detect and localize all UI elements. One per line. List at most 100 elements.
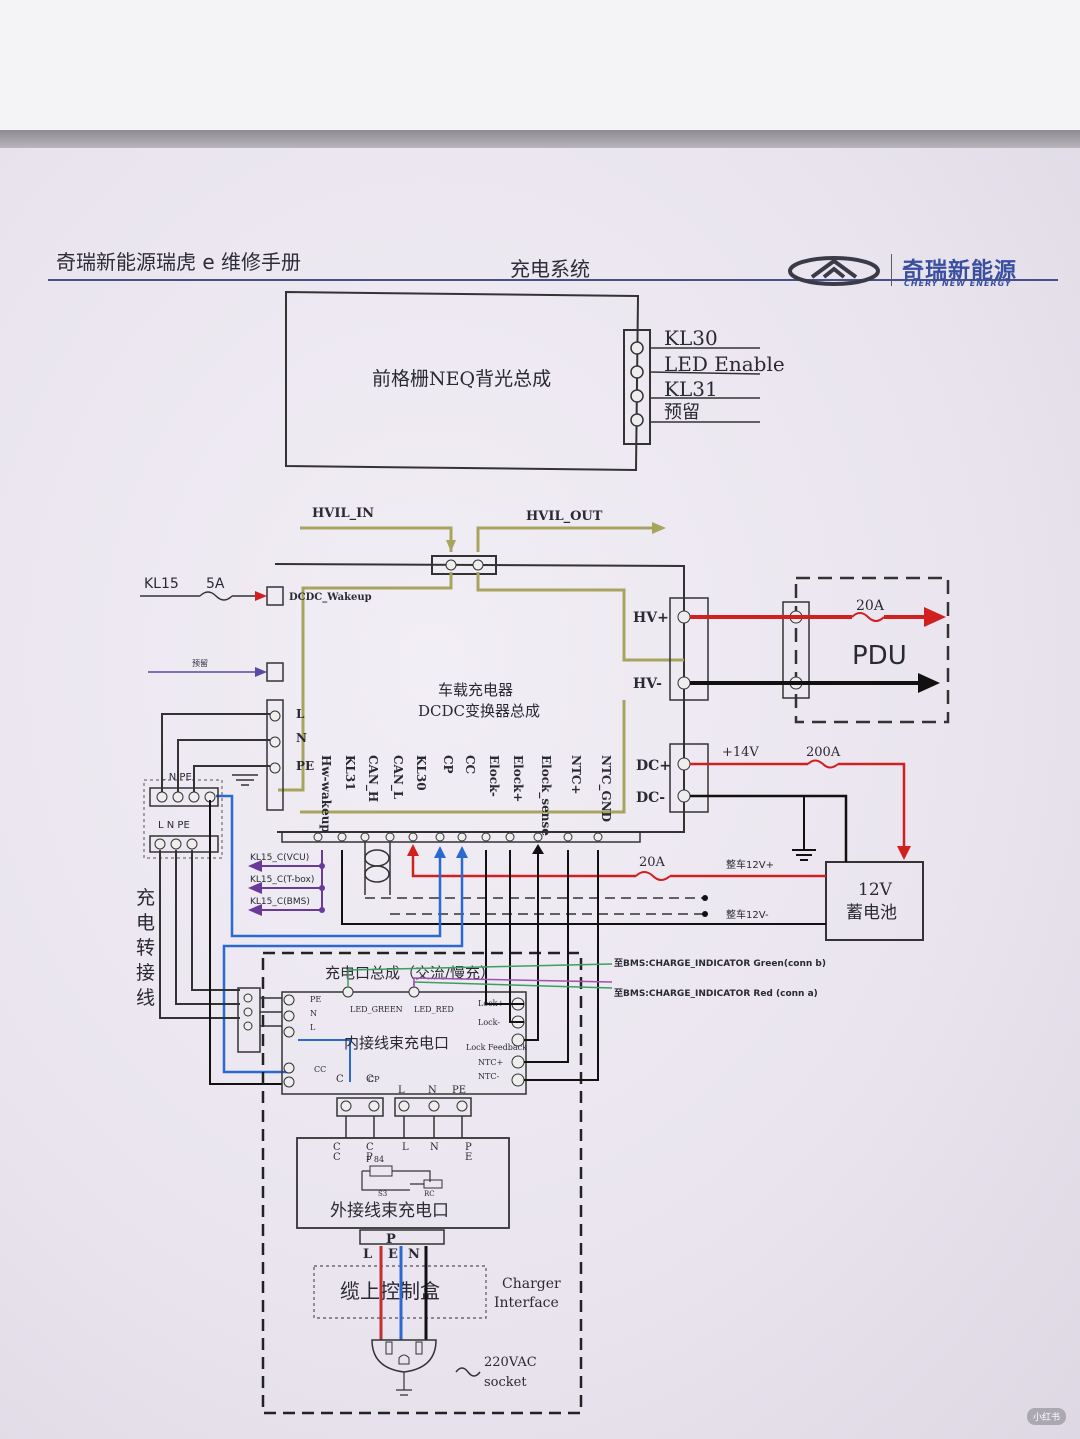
adapter-label-char: 充 [136, 887, 155, 909]
diagram-label: 至BMS:CHARGE_INDICATOR Red (conn a) [614, 988, 818, 999]
charger-pin-label: CAN_H [365, 755, 380, 802]
fuse-5a-label: 5A [206, 576, 225, 592]
pin-reserved: 预留 [664, 402, 700, 423]
diagram-label: L [398, 1085, 405, 1096]
diagram-label: NTC- [478, 1072, 499, 1081]
charger-pin-label: Elock+ [511, 755, 525, 802]
diagram-label: 整车12V+ [726, 858, 774, 871]
diagram-label: E [388, 1247, 398, 1262]
brand-name-en: CHERY NEW ENERGY [904, 279, 1012, 288]
diagram-label: 20A [856, 598, 885, 614]
port-assembly-title: 充电口总成（交流/慢充） [325, 964, 495, 982]
diagram-label: Lock Feedback [466, 1043, 527, 1052]
diagram-label: L [363, 1247, 372, 1262]
hvil-out-label: HVIL_OUT [526, 509, 603, 524]
adapter-label-char: 线 [136, 987, 155, 1009]
diagram-label: S3 [378, 1190, 387, 1198]
diagram-label: HV- [633, 676, 662, 692]
diagram-label: 外接线束充电口 [330, 1201, 449, 1221]
diagram-label: KL15_C(VCU) [250, 853, 309, 863]
diagram-label: HV+ [633, 610, 669, 626]
diagram-label: RC [424, 1190, 435, 1198]
diagram-label: socket [484, 1375, 527, 1390]
charger-pin [593, 832, 603, 842]
diagram-label: 内接线束充电口 [344, 1034, 449, 1052]
svg-text:C: C [366, 1142, 374, 1153]
diagram-label: 200A [806, 745, 841, 760]
brand-separator [891, 254, 892, 286]
photo-top-background [0, 0, 1080, 130]
diagram-label: C [366, 1074, 374, 1085]
charger-pin [360, 832, 370, 842]
svg-text:P: P [366, 1152, 373, 1163]
charger-pin [408, 832, 418, 842]
adapter-label-char: 接 [136, 962, 155, 984]
diagram-label: KL15_C(T-box) [250, 875, 314, 885]
adapter-label-char: 转 [136, 937, 155, 959]
svg-text:C: C [333, 1142, 341, 1153]
diagram-label: Charger [502, 1276, 561, 1292]
diagram-label: 20A [639, 855, 666, 870]
diagram-label: N [310, 1009, 317, 1018]
diagram-label: LED_GREEN [350, 1005, 403, 1014]
chery-logo-icon [788, 256, 880, 286]
diagram-label: NTC+ [478, 1058, 503, 1067]
diagram-label: PE [452, 1085, 466, 1096]
diagram-label: LED_RED [414, 1005, 454, 1014]
diagram-label: P 84 [366, 1155, 384, 1164]
dcdc-wakeup-label: DCDC_Wakeup [289, 592, 372, 603]
diagram-label: PE [310, 995, 321, 1004]
pdu-box [794, 576, 950, 724]
diagram-label: CP [368, 1075, 380, 1084]
diagram-label: L [402, 1142, 409, 1153]
pin-led-enable: LED Enable [664, 352, 785, 376]
charger-pin-label: CAN_L [390, 755, 405, 800]
diagram-label: 蓄电池 [846, 903, 897, 923]
diagram-label: PE [296, 759, 314, 773]
port-assembly-box [261, 951, 583, 1415]
diagram-label: KL15_C(BMS) [250, 897, 310, 907]
diagram-label: N [408, 1247, 420, 1262]
diagram-label: L [310, 1023, 316, 1032]
diagram-label: L N PE [158, 820, 190, 831]
charger-pin-label: NTC+ [569, 755, 583, 795]
charger-pin-label: Hw-wakeup [319, 755, 333, 833]
diagram-label: Interface [494, 1295, 559, 1311]
diagram-label: N [428, 1085, 437, 1096]
diagram-label: +14V [722, 745, 759, 760]
charger-pin [385, 832, 395, 842]
pin-kl30: KL30 [664, 326, 718, 350]
diagram-label: 220VAC [484, 1355, 537, 1370]
reserved-input-label: 预留 [192, 658, 208, 668]
charger-pin-label: Elock- [487, 755, 501, 797]
diagram-label: DC- [636, 790, 665, 806]
kl15-label: KL15 [144, 576, 179, 592]
brand-name: 奇瑞新能源 [902, 259, 1018, 284]
monitor-bezel [0, 130, 1080, 148]
section-title: 充电系统 [510, 257, 590, 281]
diagram-label: 12V [858, 880, 893, 900]
charger-pin-label: CC [463, 755, 477, 774]
charger-pin-label: CP [441, 755, 455, 774]
pdu-label: PDU [852, 641, 907, 671]
diagram-label: N [430, 1142, 439, 1153]
diagram-label: L N PE [160, 772, 192, 783]
svg-text:E: E [465, 1152, 472, 1163]
charger-pin-label: NTC_GND [598, 755, 613, 822]
charger-pin [505, 832, 515, 842]
diagram-label: L [296, 707, 305, 721]
svg-text:P: P [465, 1142, 472, 1153]
battery-box [825, 861, 924, 941]
diagram-label: 至BMS:CHARGE_INDICATOR Green(conn b) [614, 958, 826, 969]
diagram-label: DC+ [636, 758, 671, 774]
grille-module-box [285, 290, 640, 472]
charger-pin [533, 832, 543, 842]
diagram-label: P [386, 1232, 396, 1247]
svg-text:C: C [333, 1152, 341, 1163]
diagram-label: 整车12V- [726, 908, 769, 921]
charger-pin [457, 832, 467, 842]
diagram-label: C [336, 1074, 344, 1085]
charger-pin [435, 832, 445, 842]
grille-module-label: 前格栅NEQ背光总成 [372, 368, 551, 390]
